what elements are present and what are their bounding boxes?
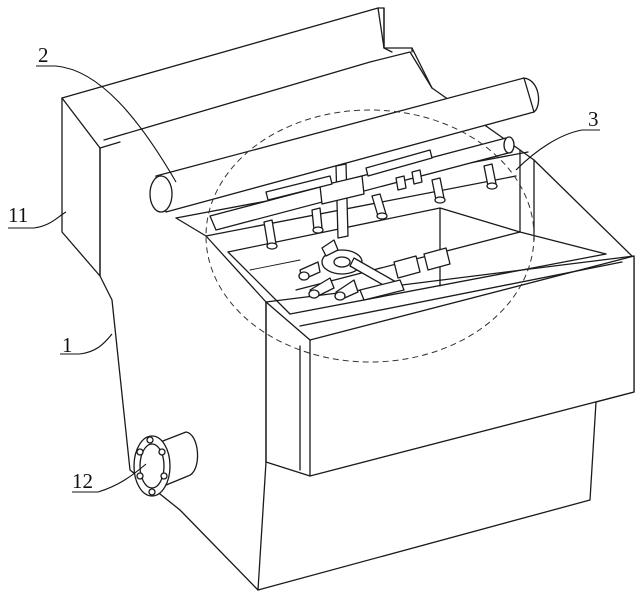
front-panel — [265, 253, 635, 477]
flange-outlet — [133, 431, 199, 497]
label-flange-outlet: 12 — [72, 469, 93, 493]
spray-head — [298, 239, 451, 301]
label-pipe: 2 — [38, 43, 49, 67]
label-tank-body: 1 — [62, 333, 73, 357]
vertical-stem — [319, 163, 365, 239]
nozzle-group — [263, 149, 498, 250]
detail-circle — [205, 109, 535, 363]
label-nozzle-assembly: 3 — [588, 107, 599, 131]
main-pipe — [149, 77, 540, 213]
label-side-panel: 11 — [8, 203, 28, 227]
leader-lines — [8, 65, 600, 493]
